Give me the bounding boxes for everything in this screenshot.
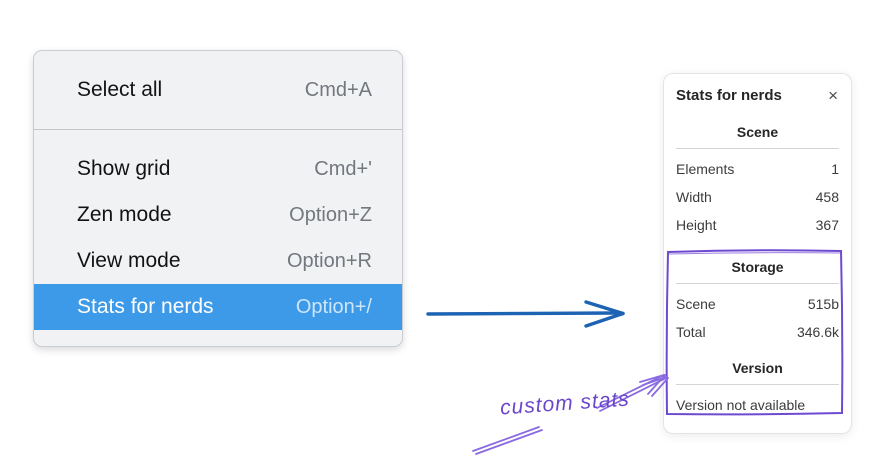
stats-section-version: Version Version not available (676, 360, 839, 419)
menu-item-shortcut: Cmd+' (314, 157, 372, 180)
menu-divider (34, 129, 402, 130)
custom-stats-annotation: custom stats (499, 387, 631, 420)
stats-section-scene: Scene Elements 1 Width 458 Height 367 (676, 124, 839, 239)
stat-label: Height (676, 217, 717, 233)
section-header-storage: Storage (731, 259, 784, 275)
stats-panel: Stats for nerds × Scene Elements 1 Width… (663, 73, 852, 434)
section-divider (676, 384, 839, 385)
stat-label: Elements (676, 161, 735, 177)
menu-item-label: View mode (77, 249, 181, 272)
stat-label: Scene (676, 296, 716, 312)
blue-arrow (426, 300, 625, 328)
menu-item-view-mode[interactable]: View mode Option+R (34, 238, 402, 284)
stat-label: Width (676, 189, 712, 205)
stat-row-scene-size: Scene 515b (676, 290, 839, 318)
stat-value: 367 (815, 217, 839, 233)
stat-row-elements: Elements 1 (676, 155, 839, 183)
menu-item-select-all[interactable]: Select all Cmd+A (34, 67, 402, 113)
stats-panel-title: Stats for nerds (676, 87, 782, 104)
menu-item-label: Stats for nerds (77, 295, 214, 318)
stats-panel-header: Stats for nerds × (676, 87, 839, 104)
menu-item-label: Show grid (77, 157, 171, 180)
stat-row-total-size: Total 346.6k (676, 318, 839, 346)
menu-item-shortcut: Option+Z (289, 203, 372, 226)
stat-label: Total (676, 324, 706, 340)
stat-row-height: Height 367 (676, 211, 839, 239)
stat-value: 1 (831, 161, 839, 177)
version-note: Version not available (676, 397, 806, 413)
menu-item-label: Zen mode (77, 203, 172, 226)
section-header-scene: Scene (736, 124, 779, 140)
menu-item-label: Select all (77, 78, 163, 101)
menu-item-shortcut: Option+/ (295, 295, 372, 318)
menu-item-stats-for-nerds[interactable]: Stats for nerds Option+/ (34, 284, 402, 330)
close-icon[interactable]: × (828, 86, 838, 105)
menu-item-show-grid[interactable]: Show grid Cmd+' (34, 146, 402, 192)
menu-item-shortcut: Option+R (286, 249, 372, 272)
purple-annotation-arrow (472, 374, 669, 455)
stat-value: 458 (815, 189, 839, 205)
menu-item-zen-mode[interactable]: Zen mode Option+Z (34, 192, 402, 238)
section-divider (676, 283, 839, 284)
stat-row-width: Width 458 (676, 183, 839, 211)
menu-item-shortcut: Cmd+A (304, 78, 372, 101)
stats-section-storage: Storage Scene 515b Total 346.6k (676, 259, 839, 346)
section-divider (676, 148, 839, 149)
section-header-version: Version (732, 360, 783, 376)
context-menu: Select all Cmd+A Show grid Cmd+' Zen mod… (33, 50, 403, 347)
stat-value: 346.6k (796, 324, 839, 340)
stat-value: 515b (807, 296, 839, 312)
